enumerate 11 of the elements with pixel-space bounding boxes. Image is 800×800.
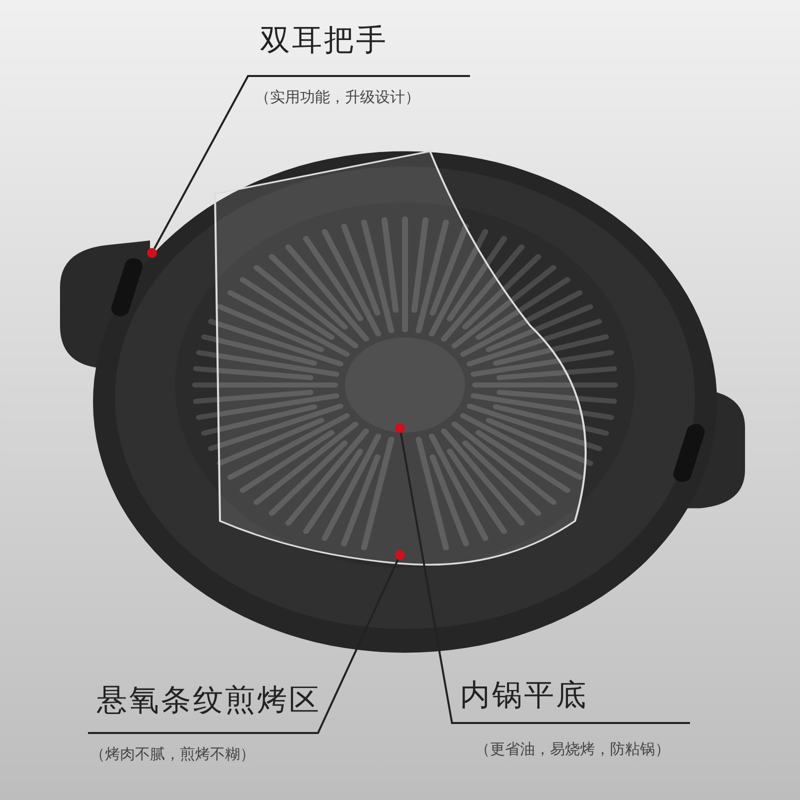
- marker-dot: [395, 423, 405, 433]
- feature-note: （更省油，易烧烤，防粘锅）: [475, 740, 670, 759]
- feature-title: 双耳把手: [260, 22, 388, 60]
- leader-line: [88, 559, 399, 734]
- marker-dot: [147, 248, 157, 258]
- feature-title: 内锅平底: [460, 677, 588, 715]
- feature-title: 悬氧条纹煎烤区: [97, 682, 321, 720]
- marker-dot: [395, 550, 405, 560]
- feature-note: （烤肉不腻，煎烤不糊）: [90, 745, 255, 764]
- feature-note: （实用功能，升级设计）: [255, 88, 420, 107]
- leader-line: [400, 432, 690, 724]
